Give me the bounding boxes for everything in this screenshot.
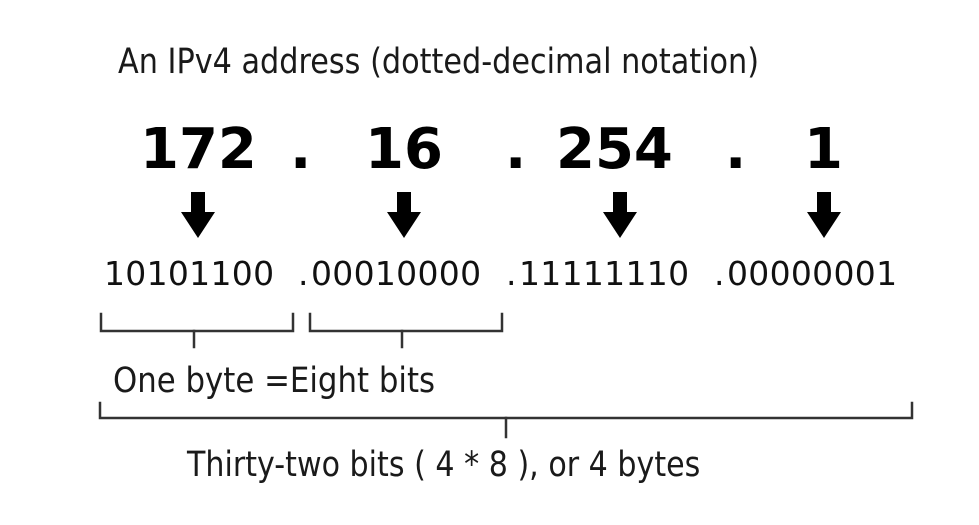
binary-separator-3: . [714, 254, 725, 293]
total-bracket [98, 401, 914, 439]
octet-separator-1: . [290, 117, 312, 182]
octet-4-binary: 00000001 [727, 254, 898, 293]
diagram-title: An IPv4 address (dotted-decimal notation… [118, 42, 760, 82]
total-bits-caption: Thirty-two bits ( 4 * 8 ), or 4 bytes [187, 445, 701, 485]
binary-separator-2: . [506, 254, 517, 293]
binary-separator-1: . [298, 254, 309, 293]
byte-bracket-2 [308, 312, 504, 349]
byte-bracket-1 [99, 312, 295, 349]
octet-4-decimal: 1 [804, 117, 843, 182]
octet-2-binary: 00010000 [311, 254, 482, 293]
octet-2-decimal: 16 [365, 117, 443, 182]
down-arrow-icon [181, 192, 215, 238]
octet-1-binary: 10101100 [104, 254, 275, 293]
octet-3-decimal: 254 [556, 117, 673, 182]
octet-separator-2: . [505, 117, 527, 182]
byte-label: One byte =Eight bits [113, 361, 436, 401]
down-arrow-icon [387, 192, 421, 238]
octet-1-decimal: 172 [140, 117, 257, 182]
down-arrow-icon [807, 192, 841, 238]
octet-separator-3: . [725, 117, 747, 182]
octet-3-binary: 11111110 [519, 254, 690, 293]
down-arrow-icon [603, 192, 637, 238]
